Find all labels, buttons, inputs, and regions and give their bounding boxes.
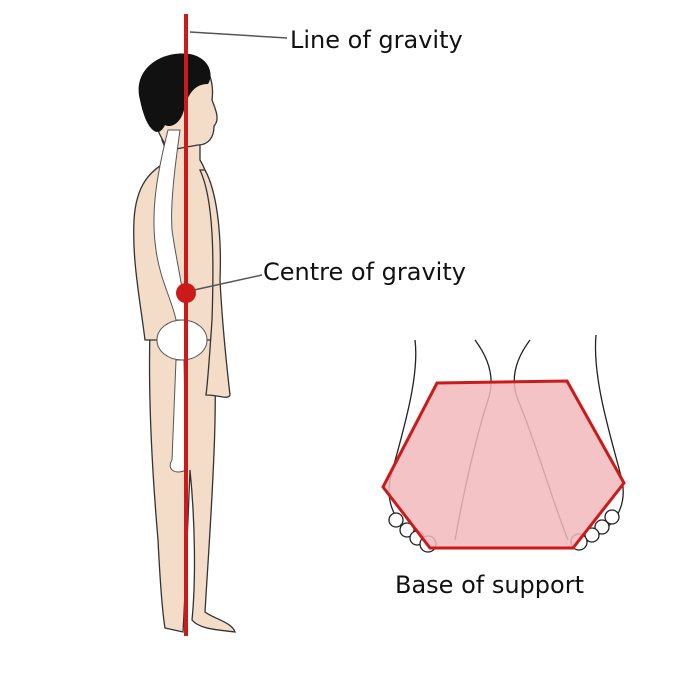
hair-icon — [138, 53, 211, 132]
centre-of-gravity-leader — [193, 274, 263, 291]
base-of-support-area — [381, 379, 626, 550]
line-of-gravity-label: Line of gravity — [290, 26, 463, 54]
line-of-gravity-leader — [189, 31, 288, 39]
centre-of-gravity-dot — [176, 283, 196, 303]
centre-of-gravity-label: Centre of gravity — [263, 258, 466, 286]
base-of-support-label: Base of support — [395, 571, 584, 599]
